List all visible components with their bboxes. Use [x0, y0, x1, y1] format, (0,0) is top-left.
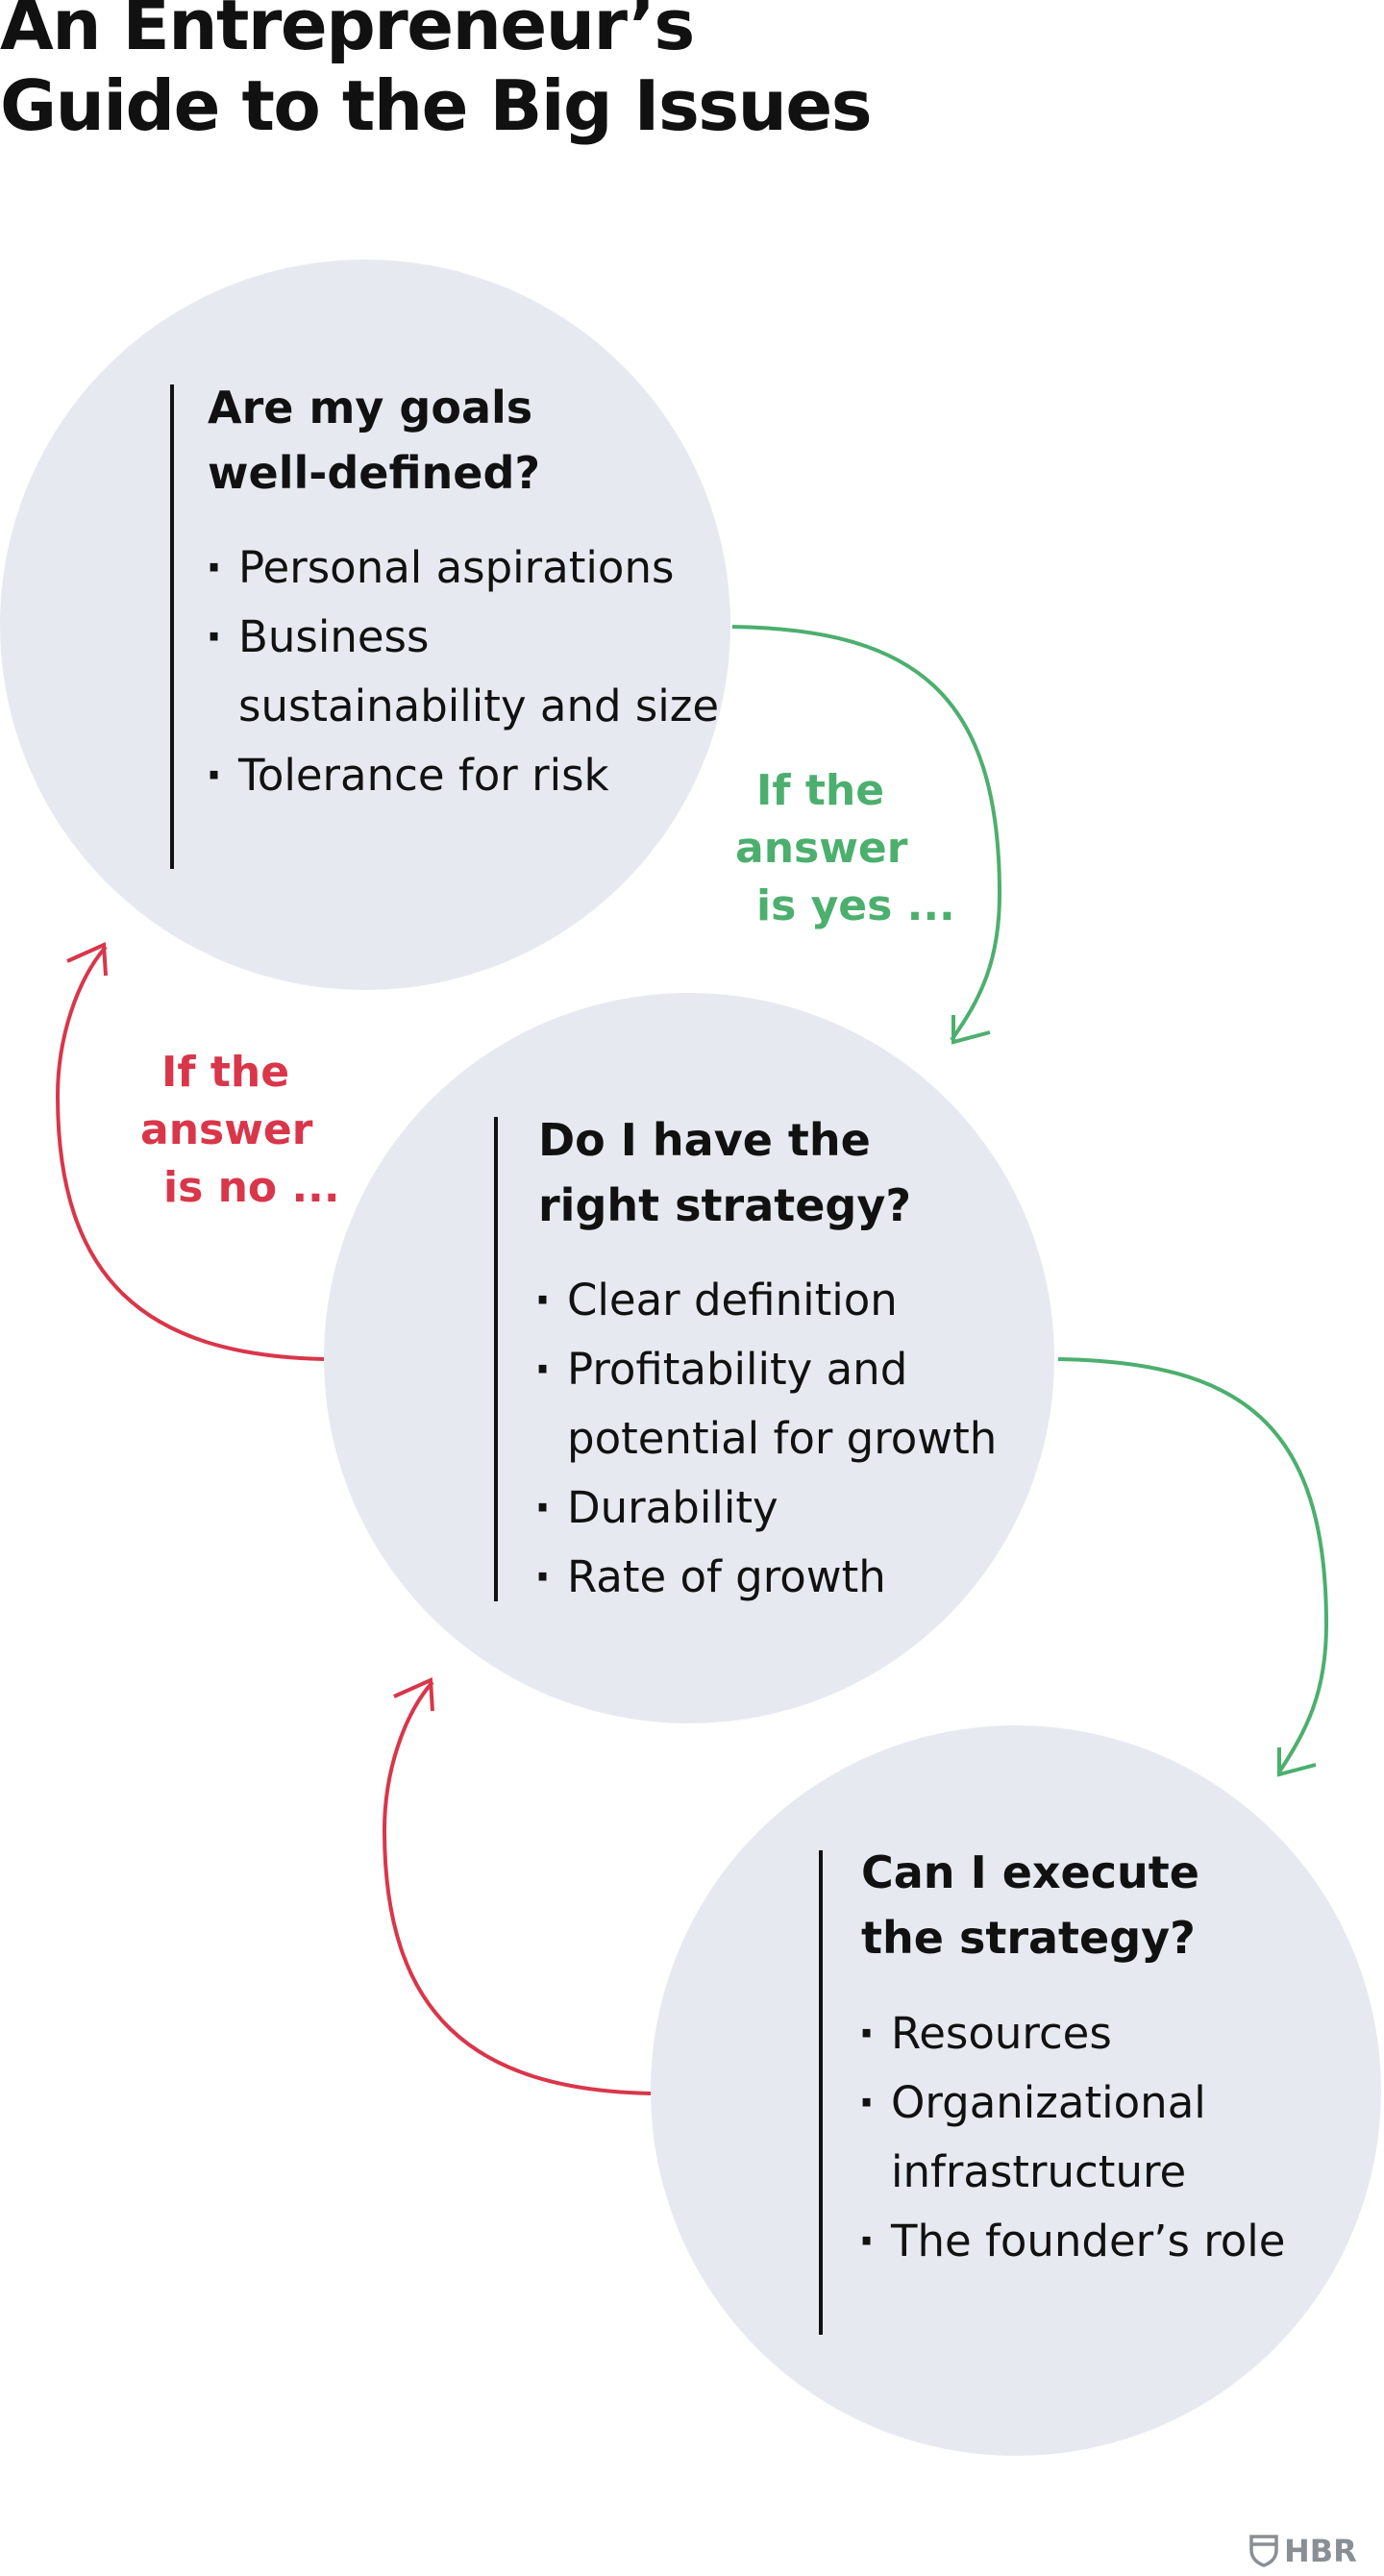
step-1-heading: Are my goals well-defined?: [208, 382, 541, 499]
no-arrowhead-2: [393, 1676, 434, 1712]
title-line-2: Guide to the Big Issues: [0, 65, 873, 146]
hbr-logo: HBR: [1249, 2533, 1357, 2569]
yes-arrowhead-1: [952, 1015, 991, 1045]
step-1-bullets: Personal aspirations Businesssustainabil…: [206, 533, 719, 810]
list-item: Personal aspirations: [206, 533, 719, 603]
list-item: The founder’s role: [858, 2207, 1285, 2276]
no-label: If the answer is no ...: [140, 1048, 340, 1212]
title-line-1: An Entrepreneur’s: [0, 0, 695, 65]
list-item: Tolerance for risk: [206, 741, 719, 810]
step-3-divider: [819, 1850, 823, 2335]
step-2-bullets: Clear definition Profitability andpotent…: [534, 1266, 997, 1612]
yes-label: If the answer is yes ...: [735, 766, 955, 930]
list-item: Rate of growth: [534, 1543, 997, 1612]
shield-icon: [1249, 2535, 1278, 2567]
no-arrow-2: [382, 1680, 652, 2095]
no-arrow-1: [55, 945, 325, 1361]
step-1-divider: [170, 384, 174, 869]
yes-arrow-2: [1057, 1357, 1329, 1775]
step-2-heading: Do I have the right strategy?: [538, 1114, 912, 1231]
list-item: Resources: [858, 1999, 1285, 2068]
yes-arrowhead-2: [1277, 1747, 1317, 1777]
no-arrowhead-1: [66, 941, 108, 977]
logo-text: HBR: [1284, 2533, 1357, 2569]
step-3-heading: Can I execute the strategy?: [861, 1846, 1199, 1964]
yes-arrow-1: [731, 625, 1002, 1042]
page-title: An Entrepreneur’s Guide to the Big Issue…: [0, 0, 873, 146]
step-2-divider: [494, 1117, 498, 1601]
list-item: Clear definition: [534, 1266, 997, 1335]
list-item: Durability: [534, 1474, 997, 1543]
